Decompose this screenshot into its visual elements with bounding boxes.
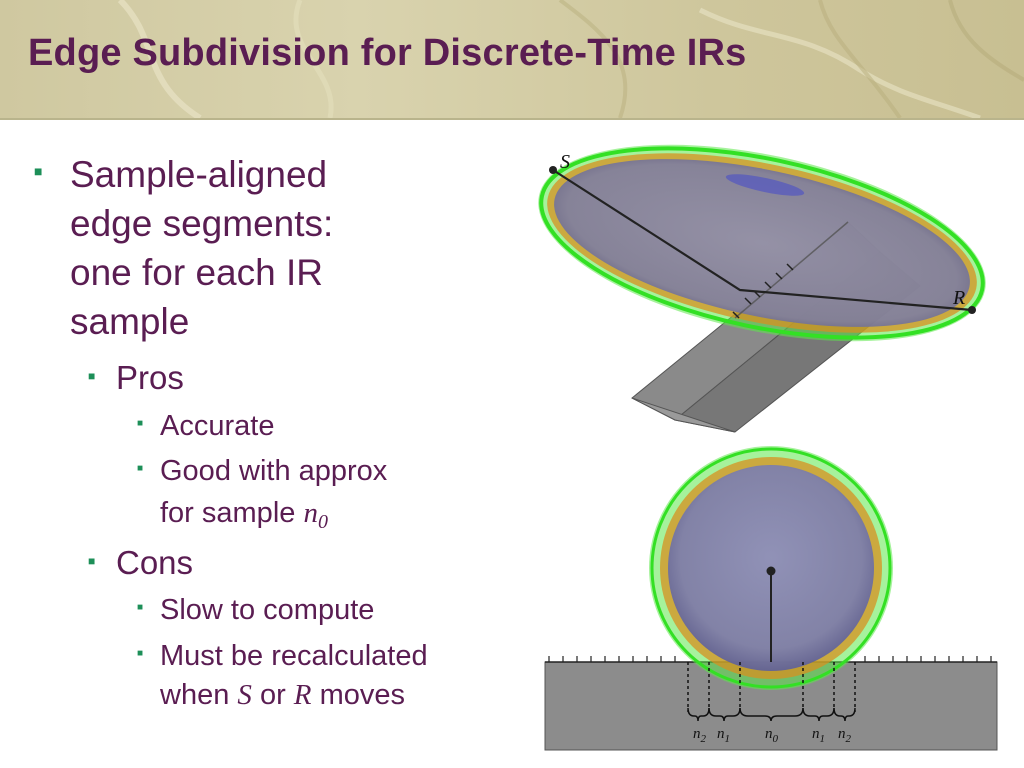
circle-outer-green	[650, 447, 892, 689]
bullet-line-2: edge segments:	[70, 203, 334, 244]
sub-sub-bullet-marker: ■	[137, 602, 144, 613]
top-figure-ellipse: S R	[538, 144, 986, 433]
edge-segment-ticks	[732, 263, 794, 319]
segment-braces	[687, 707, 856, 722]
slide-title: Edge Subdivision for Discrete-Time IRs	[28, 32, 747, 74]
source-point	[549, 166, 557, 174]
receiver-dot	[766, 566, 776, 576]
segment-label-n0: n0	[765, 726, 779, 745]
wedge-ridge-line	[734, 221, 849, 319]
receiver-label: R	[952, 287, 965, 309]
ellipse-outer-green	[539, 146, 985, 340]
header-background-texture	[117, 0, 1024, 118]
pros-item-good-line2: for sample n0	[160, 497, 328, 533]
segment-label-n2-right: n2	[838, 726, 852, 745]
sub-sub-bullet-marker: ■	[137, 648, 144, 659]
segment-label-n1-left: n1	[717, 726, 730, 745]
wedge-end-face	[631, 397, 736, 433]
ellipse-highlight	[725, 174, 805, 196]
cons-heading: Cons	[116, 544, 194, 581]
bottom-figure-circle: n2 n1 n0 n1 n2	[544, 446, 998, 751]
sub-bullet-marker: ■	[88, 554, 96, 568]
header-band: Edge Subdivision for Discrete-Time IRs	[0, 0, 1024, 118]
receiver-point	[968, 306, 976, 314]
ellipse-inner-disk	[554, 159, 970, 327]
segment-label-n1-right: n1	[812, 726, 825, 745]
bullet-line-3: one for each IR	[70, 252, 323, 293]
bullet-marker: ■	[34, 163, 43, 179]
ground-ticks	[548, 656, 992, 662]
pros-item-accurate: Accurate	[160, 410, 275, 442]
bullet-line-1: Sample-aligned	[70, 154, 328, 195]
sub-bullet-marker: ■	[88, 369, 96, 383]
sub-sub-bullet-marker: ■	[137, 418, 144, 429]
pros-item-good-line1: Good with approx	[160, 455, 388, 487]
cons-item-slow: Slow to compute	[160, 594, 375, 626]
propagation-path	[552, 169, 973, 312]
pros-heading: Pros	[116, 359, 184, 396]
header-divider	[0, 118, 1024, 120]
sub-sub-bullet-marker: ■	[137, 463, 144, 474]
segment-label-n2-left: n2	[693, 726, 707, 745]
source-label: S	[560, 151, 570, 173]
segment-boundaries	[687, 662, 856, 712]
cons-item-recalc-line2: when S or R moves	[160, 679, 405, 711]
bullet-line-4: sample	[70, 301, 190, 342]
cons-item-recalc-line1: Must be recalculated	[160, 640, 428, 672]
